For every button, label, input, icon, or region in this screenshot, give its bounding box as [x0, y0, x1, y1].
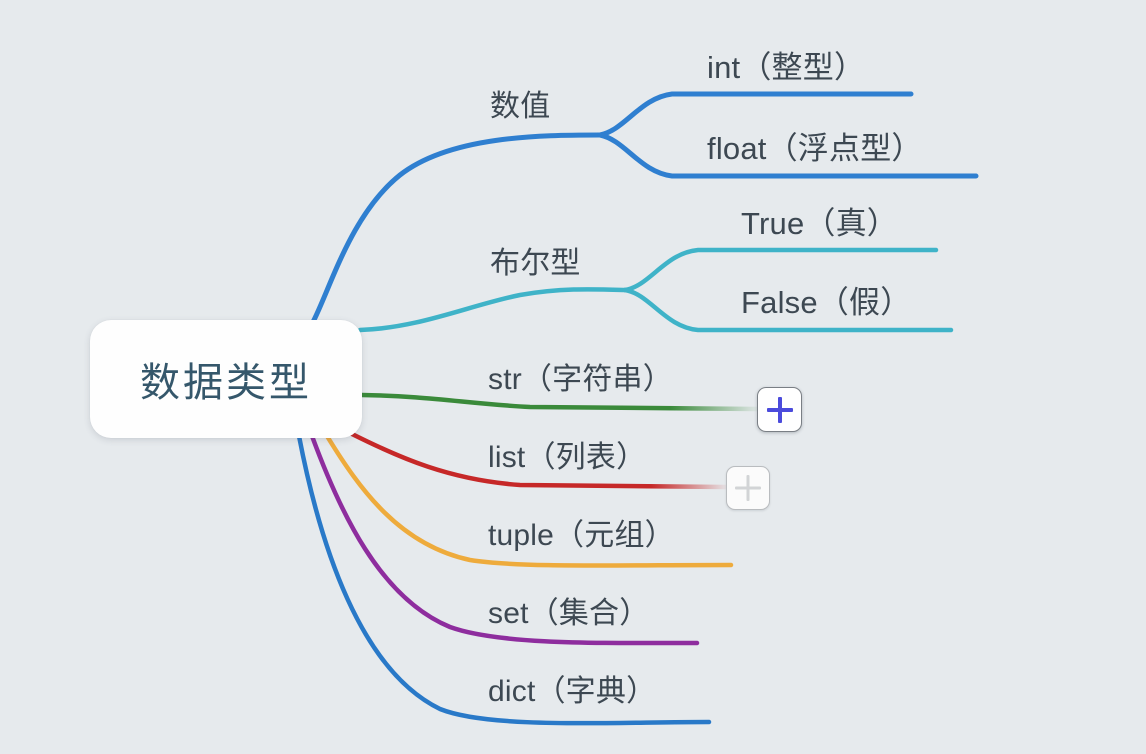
root-node[interactable]: 数据类型: [90, 320, 362, 438]
node-set[interactable]: set（集合）: [488, 597, 650, 630]
node-boolean[interactable]: 布尔型: [490, 247, 581, 280]
node-true[interactable]: True（真）: [741, 206, 898, 241]
add-str-child-button[interactable]: [757, 387, 802, 432]
node-numeric[interactable]: 数值: [490, 90, 551, 123]
edge-root-to-dict: [296, 433, 712, 726]
plus-icon: [767, 397, 793, 423]
node-str[interactable]: str（字符串）: [488, 363, 673, 396]
edge-boolean-to-true: [622, 247, 939, 293]
node-tuple[interactable]: tuple（元组）: [488, 519, 675, 552]
node-false[interactable]: False（假）: [741, 285, 912, 320]
plus-icon: [735, 475, 761, 501]
edge-numeric-to-int: [597, 91, 914, 138]
edge-root-to-set: [309, 433, 700, 646]
root-node-label: 数据类型: [140, 361, 312, 405]
edge-root-to-str: [359, 392, 760, 412]
node-list[interactable]: list（列表）: [488, 441, 647, 474]
edge-boolean-to-false: [622, 287, 954, 333]
edge-root-to-tuple: [324, 433, 734, 568]
edge-root-to-boolean: [357, 287, 628, 333]
node-int[interactable]: int（整型）: [707, 50, 866, 85]
edge-numeric-to-float: [597, 132, 979, 179]
node-dict[interactable]: dict（字典）: [488, 675, 657, 708]
add-list-child-button[interactable]: [726, 466, 770, 510]
edge-root-to-list: [349, 431, 729, 490]
node-float[interactable]: float（浮点型）: [707, 131, 923, 166]
edge-root-to-numeric: [309, 132, 603, 327]
